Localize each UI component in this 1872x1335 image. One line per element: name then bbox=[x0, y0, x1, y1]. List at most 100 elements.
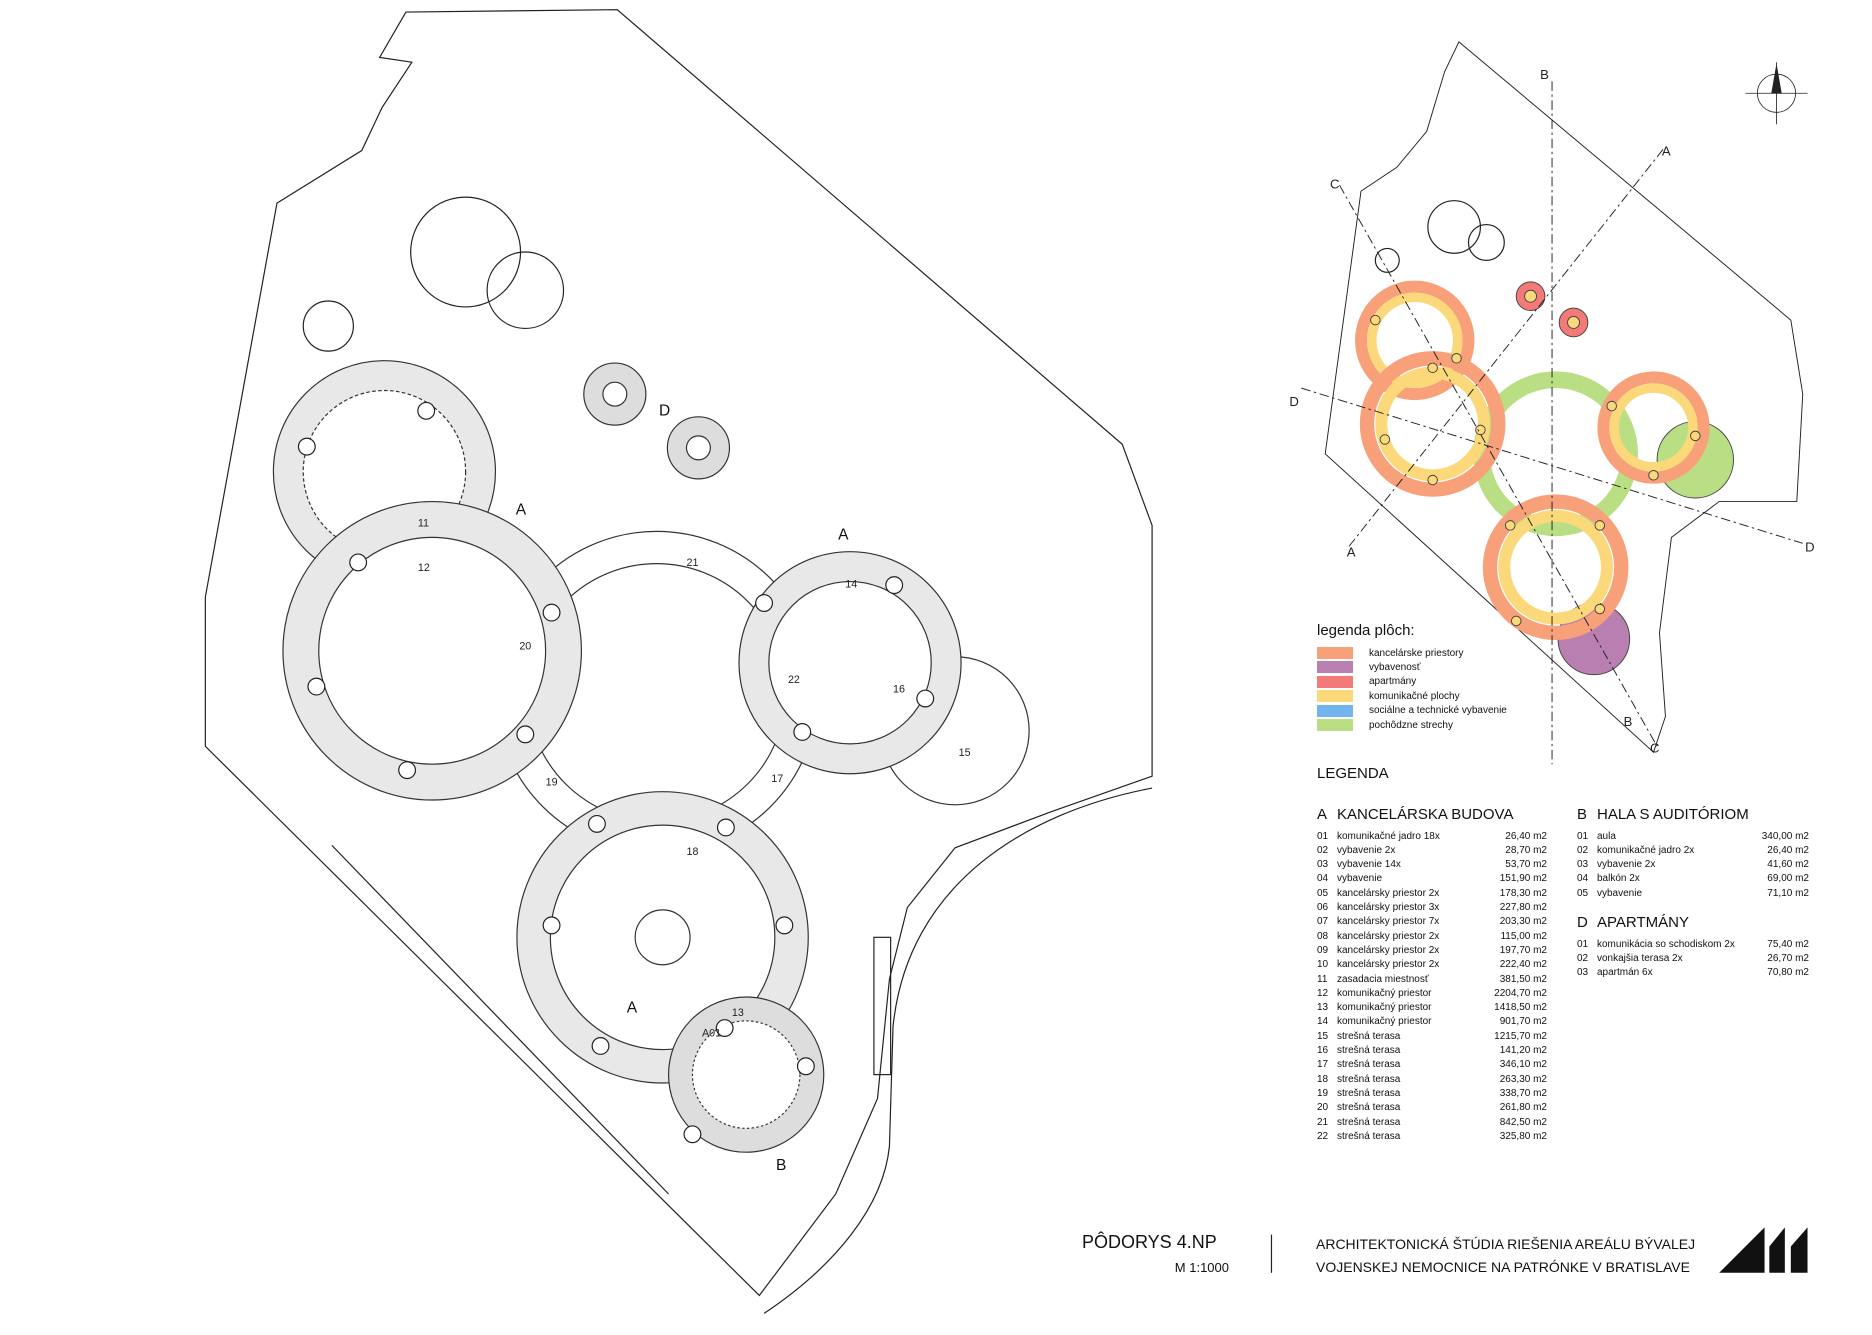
row-number: 06 bbox=[1317, 902, 1329, 913]
row-number: 02 bbox=[1317, 844, 1329, 856]
row-description: komunikačné jadro 2x bbox=[1597, 844, 1695, 856]
row-number: 15 bbox=[1317, 1030, 1329, 1042]
area-legend-label: sociálne a technické vybavenie bbox=[1369, 705, 1507, 717]
row-number: 04 bbox=[1577, 873, 1589, 885]
row-area: 115,00 m2 bbox=[1500, 930, 1547, 942]
row-number: 08 bbox=[1317, 930, 1329, 942]
tree bbox=[486, 251, 565, 330]
color-swatch bbox=[1317, 719, 1353, 731]
row-area: 26,40 m2 bbox=[1767, 844, 1809, 856]
key-tree bbox=[1374, 247, 1400, 273]
label-room-16: 16 bbox=[893, 684, 905, 696]
row-number: 16 bbox=[1317, 1045, 1329, 1056]
row-description: kancelársky priestor 7x bbox=[1337, 916, 1440, 928]
row-number: 05 bbox=[1317, 887, 1329, 899]
row-description: strešná terasa bbox=[1337, 1059, 1401, 1071]
a11-logo bbox=[1719, 1227, 1808, 1273]
row-description: komunikačné jadro 18x bbox=[1337, 830, 1440, 842]
label-building-a: A bbox=[838, 527, 849, 544]
site-outline bbox=[204, 9, 1153, 1297]
row-area: 261,80 m2 bbox=[1499, 1102, 1547, 1114]
color-swatch bbox=[1317, 675, 1353, 688]
label-building-a: A bbox=[516, 502, 527, 519]
row-area: 340,00 m2 bbox=[1761, 830, 1809, 842]
row-description: strešná terasa bbox=[1337, 1045, 1401, 1056]
row-description: vonkajšia terasa 2x bbox=[1597, 952, 1683, 964]
row-area: 338,70 m2 bbox=[1499, 1087, 1547, 1099]
drawing-title: PÔDORYS 4.NP bbox=[1082, 1232, 1217, 1252]
drawing-scale: M 1:1000 bbox=[1174, 1260, 1229, 1275]
key-plan-colored-areas bbox=[1355, 280, 1734, 676]
row-description: aula bbox=[1597, 830, 1616, 842]
row-description: komunikácia so schodiskom 2x bbox=[1597, 938, 1735, 950]
label-room-18: 18 bbox=[686, 846, 698, 858]
section-label-c: C bbox=[1650, 740, 1659, 755]
row-description: kancelársky priestor 2x bbox=[1337, 887, 1440, 899]
row-area: 53,70 m2 bbox=[1505, 859, 1547, 871]
legend-row: 02 vybavenie 2x 28,70 m2 bbox=[1317, 843, 1547, 857]
section-label-b: B bbox=[1540, 67, 1549, 82]
label-room-19: 19 bbox=[546, 777, 558, 789]
section-label-d: D bbox=[1805, 540, 1814, 555]
section-lines bbox=[1301, 81, 1803, 765]
row-description: vybavenie bbox=[1337, 873, 1383, 885]
row-number: 13 bbox=[1317, 1002, 1329, 1014]
row-description: strešná terasa bbox=[1337, 1102, 1401, 1114]
row-number: 10 bbox=[1317, 959, 1329, 971]
road-edge bbox=[331, 844, 670, 1195]
row-number: 11 bbox=[1317, 973, 1328, 985]
legend-title: LEGENDA bbox=[1317, 765, 1389, 782]
color-swatch bbox=[1317, 647, 1353, 659]
area-legend-item: vybavenosť bbox=[1317, 660, 1421, 674]
area-legend-label: komunikačné plochy bbox=[1369, 690, 1460, 702]
row-description: zasadacia miestnosť bbox=[1337, 973, 1429, 985]
row-number: 03 bbox=[1577, 859, 1589, 871]
row-number: 12 bbox=[1317, 987, 1329, 999]
label-room-14: 14 bbox=[845, 579, 857, 591]
row-description: vybavenie 2x bbox=[1337, 844, 1396, 856]
color-swatch bbox=[1317, 661, 1353, 674]
section-letter: B bbox=[1577, 806, 1588, 823]
tree bbox=[302, 300, 354, 352]
row-description: balkón 2x bbox=[1597, 873, 1640, 885]
row-description: strešná terasa bbox=[1337, 1073, 1401, 1085]
row-number: 01 bbox=[1317, 830, 1329, 842]
row-description: vybavenie 14x bbox=[1337, 859, 1401, 871]
road-curve bbox=[763, 787, 1153, 1314]
row-area: 70,80 m2 bbox=[1767, 967, 1809, 979]
row-area: 75,40 m2 bbox=[1767, 938, 1809, 950]
row-description: vybavenie 2x bbox=[1597, 859, 1656, 871]
color-swatch bbox=[1317, 704, 1353, 717]
area-legend-label: kancelárske priestory bbox=[1369, 647, 1464, 659]
row-number: 03 bbox=[1577, 967, 1589, 979]
cores bbox=[297, 401, 935, 1144]
building-rings bbox=[272, 360, 1030, 1153]
section-label-b: B bbox=[1624, 714, 1633, 729]
area-legend-label: pochôdzne strechy bbox=[1369, 719, 1453, 731]
row-number: 21 bbox=[1317, 1116, 1329, 1128]
row-area: 28,70 m2 bbox=[1505, 844, 1547, 856]
row-description: kancelársky priestor 2x bbox=[1337, 930, 1440, 942]
section-name: HALA S AUDITÓRIOM bbox=[1597, 806, 1749, 823]
row-area: 203,30 m2 bbox=[1499, 916, 1547, 928]
row-area: 1215,70 m2 bbox=[1494, 1030, 1547, 1042]
area-legend-item: sociálne a technické vybavenie bbox=[1317, 704, 1507, 718]
label-room-20: 20 bbox=[519, 641, 531, 653]
row-number: 19 bbox=[1317, 1087, 1329, 1099]
